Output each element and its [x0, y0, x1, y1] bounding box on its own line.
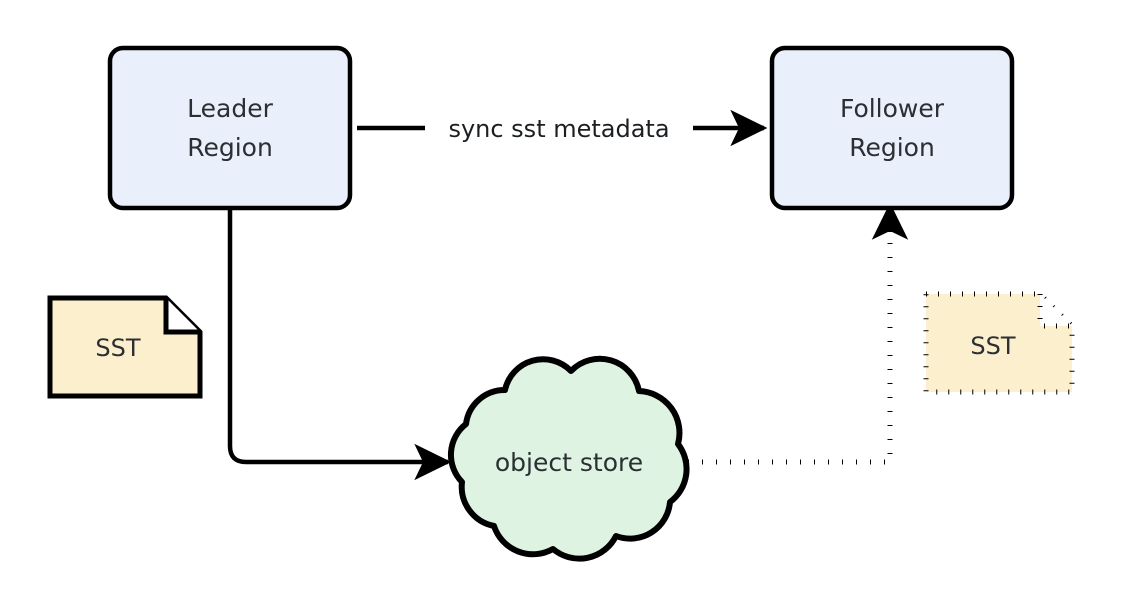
follower-region-box[interactable] [769, 45, 1015, 211]
sst-leader-note-body[interactable] [47, 295, 203, 399]
node-sst-leader[interactable]: SST [47, 295, 203, 399]
sst-leader-label: SST [95, 334, 140, 362]
node-follower-region[interactable]: Follower Region [769, 45, 1015, 211]
edge-upload-to-object-store [227, 208, 452, 481]
edge-download-line [688, 222, 893, 465]
edge-upload-line [227, 208, 452, 481]
node-sst-follower[interactable]: SST [923, 291, 1075, 395]
follower-region-label-line2: Region [849, 133, 935, 162]
object-store-cloud-shape[interactable] [447, 355, 690, 562]
leader-region-label-line1: Leader [187, 94, 273, 123]
sst-leader-note-fold [163, 298, 200, 335]
object-store-label: object store [495, 448, 643, 477]
leader-region-box[interactable] [107, 45, 353, 211]
edge-sync-metadata: sync sst metadata [357, 109, 768, 147]
edge-download-to-follower [688, 202, 909, 465]
node-object-store[interactable]: object store [447, 355, 690, 562]
follower-region-label-line1: Follower [840, 94, 945, 123]
edge-sync-metadata-label: sync sst metadata [448, 115, 669, 143]
node-leader-region[interactable]: Leader Region [107, 45, 353, 211]
sst-follower-label: SST [970, 332, 1015, 360]
sst-follower-note-body[interactable] [923, 291, 1075, 395]
sst-follower-note-fold [1037, 294, 1072, 329]
leader-region-label-line2: Region [187, 133, 273, 162]
